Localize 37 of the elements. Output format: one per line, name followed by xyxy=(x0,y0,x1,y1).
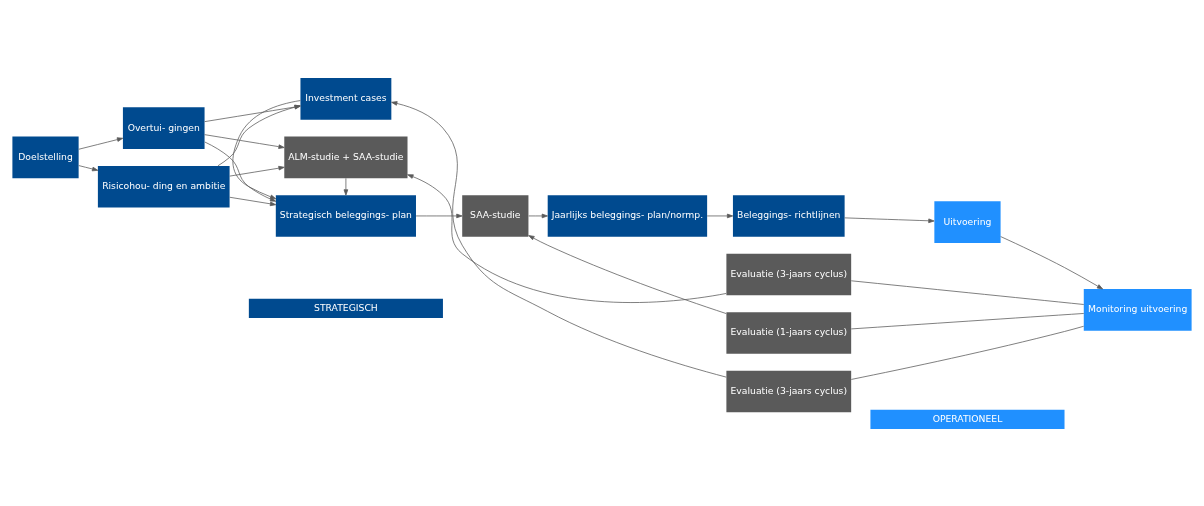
arrow xyxy=(528,234,727,314)
arrow xyxy=(204,133,285,149)
arrow xyxy=(343,177,349,196)
arrow xyxy=(844,217,935,223)
node-box: STRATEGISCH xyxy=(248,298,443,318)
connector xyxy=(850,279,1085,305)
arrow xyxy=(391,100,727,377)
node-box: SAA-studie xyxy=(462,194,529,237)
arrow xyxy=(407,173,727,303)
node-box: Uitvoering xyxy=(934,200,1001,243)
connector xyxy=(850,325,1085,380)
arrow xyxy=(204,141,277,202)
arrow xyxy=(706,213,734,218)
node-box: Risicohou- ding en ambitie xyxy=(97,165,230,207)
node-box: ALM-studie + SAA-studie xyxy=(284,136,408,178)
node-box: Monitoring uitvoering xyxy=(1083,288,1192,331)
arrow xyxy=(78,136,124,150)
node-box: Evaluatie (3-jaars cyclus) xyxy=(726,370,852,412)
node-box: Investment cases xyxy=(300,77,392,120)
node-box: Overtui- gingen xyxy=(122,106,205,149)
arrow xyxy=(229,165,285,176)
arrow xyxy=(232,99,301,199)
node-box: Jaarlijks beleggings- plan/normp. xyxy=(547,194,708,237)
connector xyxy=(850,312,1085,329)
arrow xyxy=(528,213,548,218)
arrow xyxy=(1000,235,1104,289)
node-box: Doelstelling xyxy=(12,136,79,178)
node-box: Evaluatie (1-jaars cyclus) xyxy=(726,311,852,354)
node-box: OPERATIONEEL xyxy=(870,409,1065,429)
node-box: Evaluatie (3-jaars cyclus) xyxy=(726,253,852,295)
arrow xyxy=(217,104,301,166)
node-box: Beleggings- richtlijnen xyxy=(732,194,845,237)
arrow xyxy=(204,104,301,122)
arrow xyxy=(229,196,277,206)
node-box: Strategisch beleggings- plan xyxy=(275,194,416,237)
arrow xyxy=(415,213,463,218)
arrow xyxy=(78,164,99,171)
